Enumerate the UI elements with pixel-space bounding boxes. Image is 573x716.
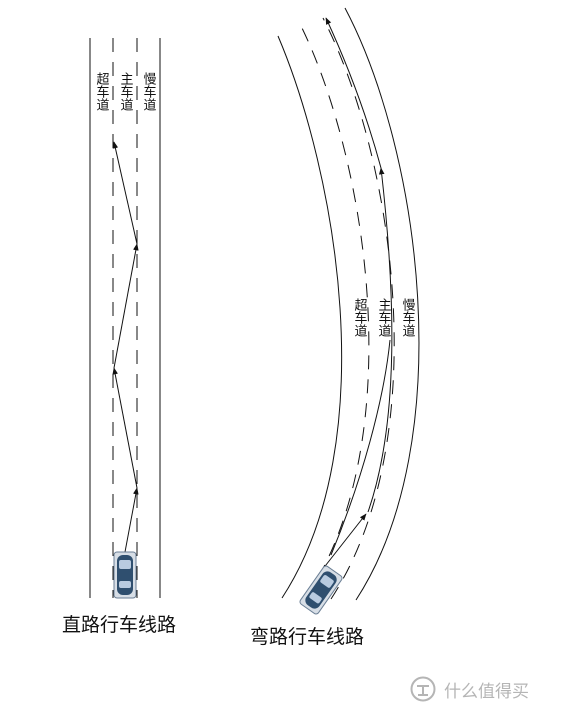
curved-lane-label-main: 主车道 xyxy=(376,298,392,337)
curved-lane-divider-2 xyxy=(322,17,395,600)
straight-car-icon xyxy=(113,551,137,599)
straight-lane-label-overtake: 超车道 xyxy=(94,72,110,111)
curved-car-icon xyxy=(299,565,343,615)
curved-lane-label-overtake: 超车道 xyxy=(352,298,368,337)
curved-road-caption: 弯路行车线路 xyxy=(250,626,365,648)
curved-road-outer-edge xyxy=(277,35,343,599)
straight-lane-label-main: 主车道 xyxy=(118,72,134,111)
straight-driving-path xyxy=(112,141,139,553)
smzdm-logo-icon xyxy=(410,676,436,702)
curved-road-inner-edge xyxy=(344,7,420,601)
straight-road: 超车道 主车道 慢车道 xyxy=(89,38,161,599)
curved-lane-divider-1 xyxy=(301,27,370,599)
curved-driving-path xyxy=(321,17,393,571)
straight-road-caption: 直路行车线路 xyxy=(62,614,177,636)
watermark-text: 什么值得买 xyxy=(444,681,529,702)
watermark: 什么值得买 xyxy=(408,676,529,702)
curved-lane-label-slow: 慢车道 xyxy=(400,297,416,337)
straight-lane-label-slow: 慢车道 xyxy=(141,71,157,111)
curved-road xyxy=(277,7,420,601)
